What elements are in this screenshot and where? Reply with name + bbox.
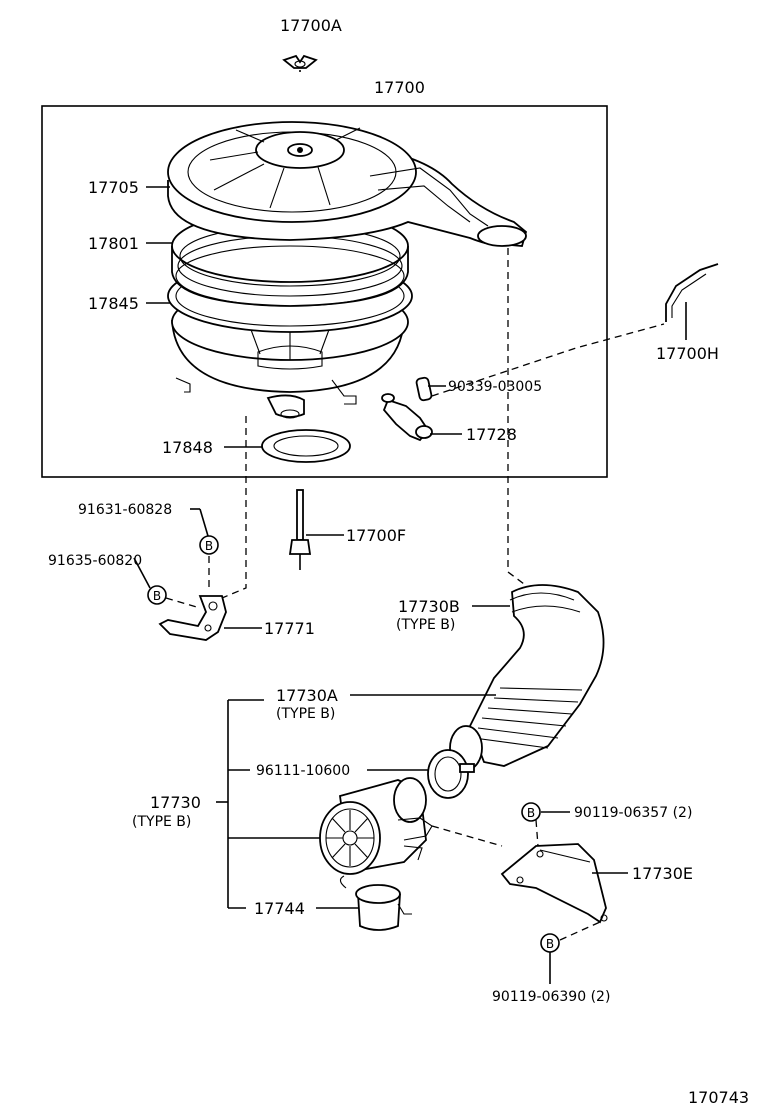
label-91631-60828: 91631-60828	[78, 502, 172, 518]
bolt-17700F	[288, 489, 312, 570]
wing-nut-17700A	[282, 54, 318, 69]
label-17848: 17848	[162, 438, 213, 457]
marker-b-90119a: B	[521, 802, 541, 822]
label-17705: 17705	[88, 178, 139, 197]
label-17700A: 17700A	[280, 16, 342, 35]
assembly-box	[41, 105, 608, 478]
svg-text:B: B	[153, 589, 161, 603]
plug-90339	[415, 376, 433, 402]
bracket-17730E	[500, 843, 608, 924]
label-90339-03005: 90339-03005	[448, 379, 542, 395]
label-17728: 17728	[466, 425, 517, 444]
label-17730A: 17730A	[276, 686, 338, 705]
leader-lines	[133, 70, 687, 984]
hose-17700H	[665, 263, 719, 322]
svg-text:B: B	[205, 539, 213, 553]
gasket-17848	[261, 429, 351, 463]
marker-b-91635: B	[147, 585, 167, 605]
dashed-lines	[165, 248, 665, 941]
label-17700F: 17700F	[346, 526, 406, 545]
label-91635-60820: 91635-60820	[48, 553, 142, 569]
label-90119-06390: 90119-06390 (2)	[492, 989, 610, 1005]
clamp-96111	[427, 749, 475, 799]
label-17730B-type: (TYPE B)	[396, 617, 455, 633]
label-17845: 17845	[88, 294, 139, 313]
label-17700: 17700	[374, 78, 425, 97]
air-cleaner-body	[167, 121, 528, 419]
label-17700H: 17700H	[656, 344, 719, 363]
label-17730: 17730	[150, 793, 201, 812]
marker-b-91631: B	[199, 535, 219, 555]
label-17801: 17801	[88, 234, 139, 253]
label-17730B: 17730B	[398, 597, 460, 616]
svg-text:B: B	[546, 937, 554, 951]
bracket-17771	[158, 595, 227, 641]
label-96111-10600: 96111-10600	[256, 763, 350, 779]
label-17771: 17771	[264, 619, 315, 638]
label-17730-type: (TYPE B)	[132, 814, 191, 830]
cap-17744	[339, 875, 412, 931]
marker-b-90119b: B	[540, 933, 560, 953]
label-17730A-type: (TYPE B)	[276, 706, 335, 722]
svg-text:B: B	[527, 806, 535, 820]
precleaner-17730	[319, 777, 433, 875]
label-17744: 17744	[254, 899, 305, 918]
label-17730E: 17730E	[632, 864, 693, 883]
figure-number: 170743	[688, 1088, 749, 1107]
label-90119-06357: 90119-06357 (2)	[574, 805, 692, 821]
intake-duct	[449, 584, 605, 771]
valve-17728	[381, 393, 433, 442]
